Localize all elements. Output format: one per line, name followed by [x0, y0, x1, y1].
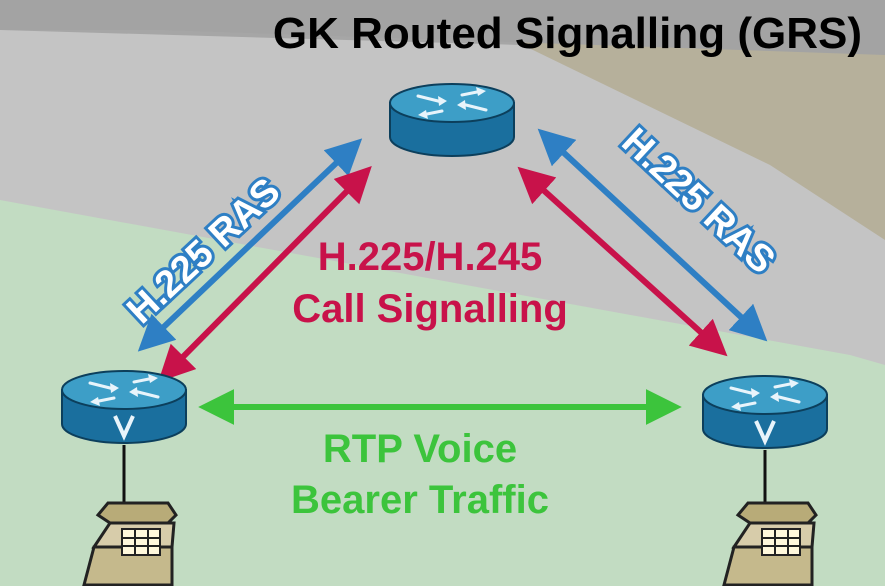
voice-v-mark-right: [754, 420, 776, 446]
right-telephone-icon: [722, 501, 818, 586]
call-signalling-label-line2: Call Signalling: [292, 287, 568, 331]
call-signalling-arrow-right: [517, 166, 728, 357]
left-telephone-icon: [82, 501, 178, 586]
title-strip: [0, 0, 885, 55]
rtp-label-line1: RTP Voice: [323, 427, 517, 471]
call-signalling-arrow-left: [158, 166, 372, 382]
right-gateway-router-icon: [701, 374, 829, 450]
voice-v-mark-left: [113, 415, 135, 441]
left-gateway-router-icon: [60, 369, 188, 445]
rtp-label-line2: Bearer Traffic: [291, 478, 549, 522]
corner-band: [430, 0, 885, 240]
call-signalling-label-line1: H.225/H.245: [318, 235, 543, 279]
diagram-title: GK Routed Signalling (GRS): [273, 9, 862, 58]
gatekeeper-router-icon: [388, 82, 516, 158]
